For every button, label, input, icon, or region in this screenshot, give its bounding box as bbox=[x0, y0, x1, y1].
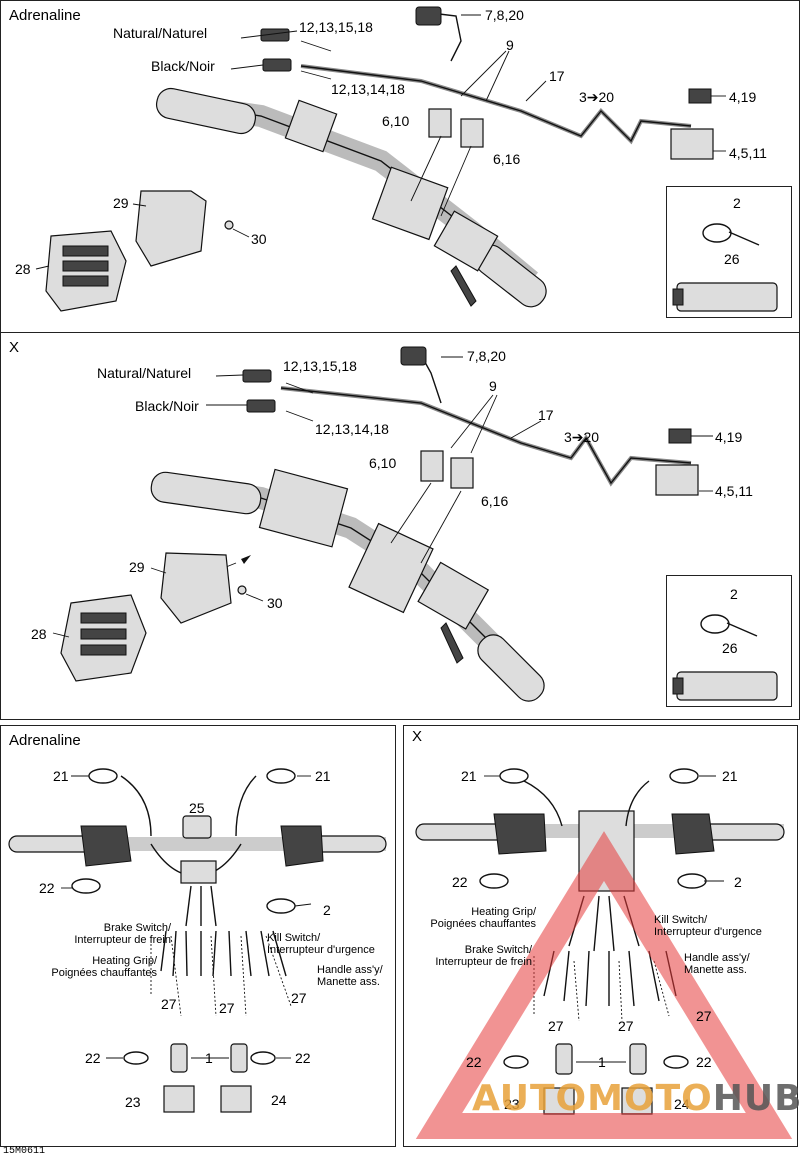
label-brake-switch: Brake Switch/ Interrupteur de frein bbox=[435, 944, 532, 968]
label-12-13-14-18: 12,13,14,18 bbox=[315, 421, 389, 437]
label-27-right: 27 bbox=[696, 1008, 712, 1024]
panel-x-middle: X Natural/Naturel Black/Noir 12,13,15,18… bbox=[0, 332, 800, 720]
label-heating-grip: Heating Grip/ Poignées chauffantes bbox=[51, 955, 157, 979]
document-code: 15M0611 bbox=[3, 1146, 46, 1157]
watermark-triangle bbox=[415, 831, 793, 1139]
label-26: 26 bbox=[724, 251, 740, 267]
diagram-drawing-middle bbox=[52, 346, 713, 702]
label-30: 30 bbox=[267, 595, 283, 611]
label-2: 2 bbox=[734, 874, 742, 890]
watermark-part2: HUB bbox=[712, 1078, 800, 1119]
label-21-right: 21 bbox=[722, 768, 738, 784]
label-4-19: 4,19 bbox=[729, 89, 757, 105]
label-28: 28 bbox=[15, 261, 31, 277]
label-6-16: 6,16 bbox=[493, 151, 521, 167]
watermark-logo: AUTOMOTOHUB bbox=[472, 1078, 800, 1119]
label-21-left: 21 bbox=[461, 768, 477, 784]
label-7-8-20: 7,8,20 bbox=[485, 7, 524, 23]
panel-title: X bbox=[412, 728, 423, 745]
panel-title: X bbox=[9, 339, 20, 356]
label-24: 24 bbox=[674, 1096, 690, 1112]
label-4-19: 4,19 bbox=[715, 429, 743, 445]
label-1: 1 bbox=[205, 1050, 213, 1066]
label-12-13-15-18: 12,13,15,18 bbox=[283, 358, 357, 374]
label-heating-grip: Heating Grip/ Poignées chauffantes bbox=[430, 906, 536, 930]
label-9: 9 bbox=[489, 378, 497, 394]
label-2: 2 bbox=[733, 195, 741, 211]
label-black: Black/Noir bbox=[151, 58, 215, 74]
label-black: Black/Noir bbox=[135, 398, 199, 414]
label-27-center: 27 bbox=[618, 1018, 634, 1034]
label-6-10: 6,10 bbox=[369, 455, 397, 471]
label-natural: Natural/Naturel bbox=[113, 25, 208, 41]
label-22-right: 22 bbox=[696, 1054, 712, 1070]
label-6-10: 6,10 bbox=[382, 113, 410, 129]
panel-title: Adrenaline bbox=[9, 732, 81, 749]
inset-box-top: 2 26 bbox=[666, 186, 792, 318]
label-29: 29 bbox=[113, 195, 129, 211]
panel-adrenaline-top: Adrenaline Natural/Naturel Black/Noir 12… bbox=[0, 0, 800, 333]
label-3-20: 3➔20 bbox=[564, 429, 600, 445]
label-brake-switch: Brake Switch/ Interrupteur de frein bbox=[74, 922, 171, 946]
label-3-20: 3➔20 bbox=[579, 89, 615, 105]
label-27-center: 27 bbox=[219, 1000, 235, 1016]
label-22-top: 22 bbox=[452, 874, 468, 890]
label-natural: Natural/Naturel bbox=[97, 365, 192, 381]
label-27-left: 27 bbox=[548, 1018, 564, 1034]
label-handle-assy: Handle ass'y/ Manette ass. bbox=[317, 964, 383, 988]
label-21-right: 21 bbox=[315, 768, 331, 784]
diagram-drawing-bottom-right bbox=[415, 768, 793, 1139]
label-22-right: 22 bbox=[295, 1050, 311, 1066]
label-27-left: 27 bbox=[161, 996, 177, 1012]
diagram-drawing-bottom-left bbox=[8, 768, 387, 1113]
panel-adrenaline-bottom: Adrenaline 21 21 25 22 2 Brake Switch/ I… bbox=[0, 725, 396, 1147]
label-22-top: 22 bbox=[39, 880, 55, 896]
label-27-right: 27 bbox=[291, 990, 307, 1006]
label-29: 29 bbox=[129, 559, 145, 575]
watermark-part1: AUTOMOTO bbox=[472, 1078, 713, 1119]
label-17: 17 bbox=[549, 68, 565, 84]
label-1: 1 bbox=[598, 1054, 606, 1070]
label-23: 23 bbox=[125, 1094, 141, 1110]
label-7-8-20: 7,8,20 bbox=[467, 348, 506, 364]
label-2: 2 bbox=[323, 902, 331, 918]
cable-tie-and-tube-icons bbox=[672, 614, 778, 701]
label-23: 23 bbox=[504, 1096, 520, 1112]
label-30: 30 bbox=[251, 231, 267, 247]
label-4-5-11: 4,5,11 bbox=[715, 483, 753, 499]
diagram-drawing-top bbox=[35, 6, 726, 312]
label-21-left: 21 bbox=[53, 768, 69, 784]
label-12-13-14-18: 12,13,14,18 bbox=[331, 81, 405, 97]
label-25: 25 bbox=[189, 800, 205, 816]
label-6-16: 6,16 bbox=[481, 493, 509, 509]
cable-tie-and-tube-icons bbox=[672, 223, 778, 312]
label-22-left: 22 bbox=[466, 1054, 482, 1070]
label-handle-assy: Handle ass'y/ Manette ass. bbox=[684, 952, 750, 976]
label-9: 9 bbox=[506, 37, 514, 53]
label-kill-switch: Kill Switch/ Interrupteur d'urgence bbox=[654, 914, 762, 938]
label-17: 17 bbox=[538, 407, 554, 423]
label-kill-switch: Kill Switch/ Interrupteur d'urgence bbox=[267, 932, 375, 956]
label-28: 28 bbox=[31, 626, 47, 642]
label-4-5-11: 4,5,11 bbox=[729, 145, 767, 161]
panel-x-bottom: X 21 21 22 2 Heating Grip/ Poignées chau… bbox=[403, 725, 800, 1147]
label-24: 24 bbox=[271, 1092, 287, 1108]
label-12-13-15-18: 12,13,15,18 bbox=[299, 19, 373, 35]
inset-box-middle: 2 26 bbox=[666, 575, 792, 707]
label-22-left: 22 bbox=[85, 1050, 101, 1066]
panel-title: Adrenaline bbox=[9, 7, 81, 24]
label-2: 2 bbox=[730, 586, 738, 602]
label-26: 26 bbox=[722, 640, 738, 656]
